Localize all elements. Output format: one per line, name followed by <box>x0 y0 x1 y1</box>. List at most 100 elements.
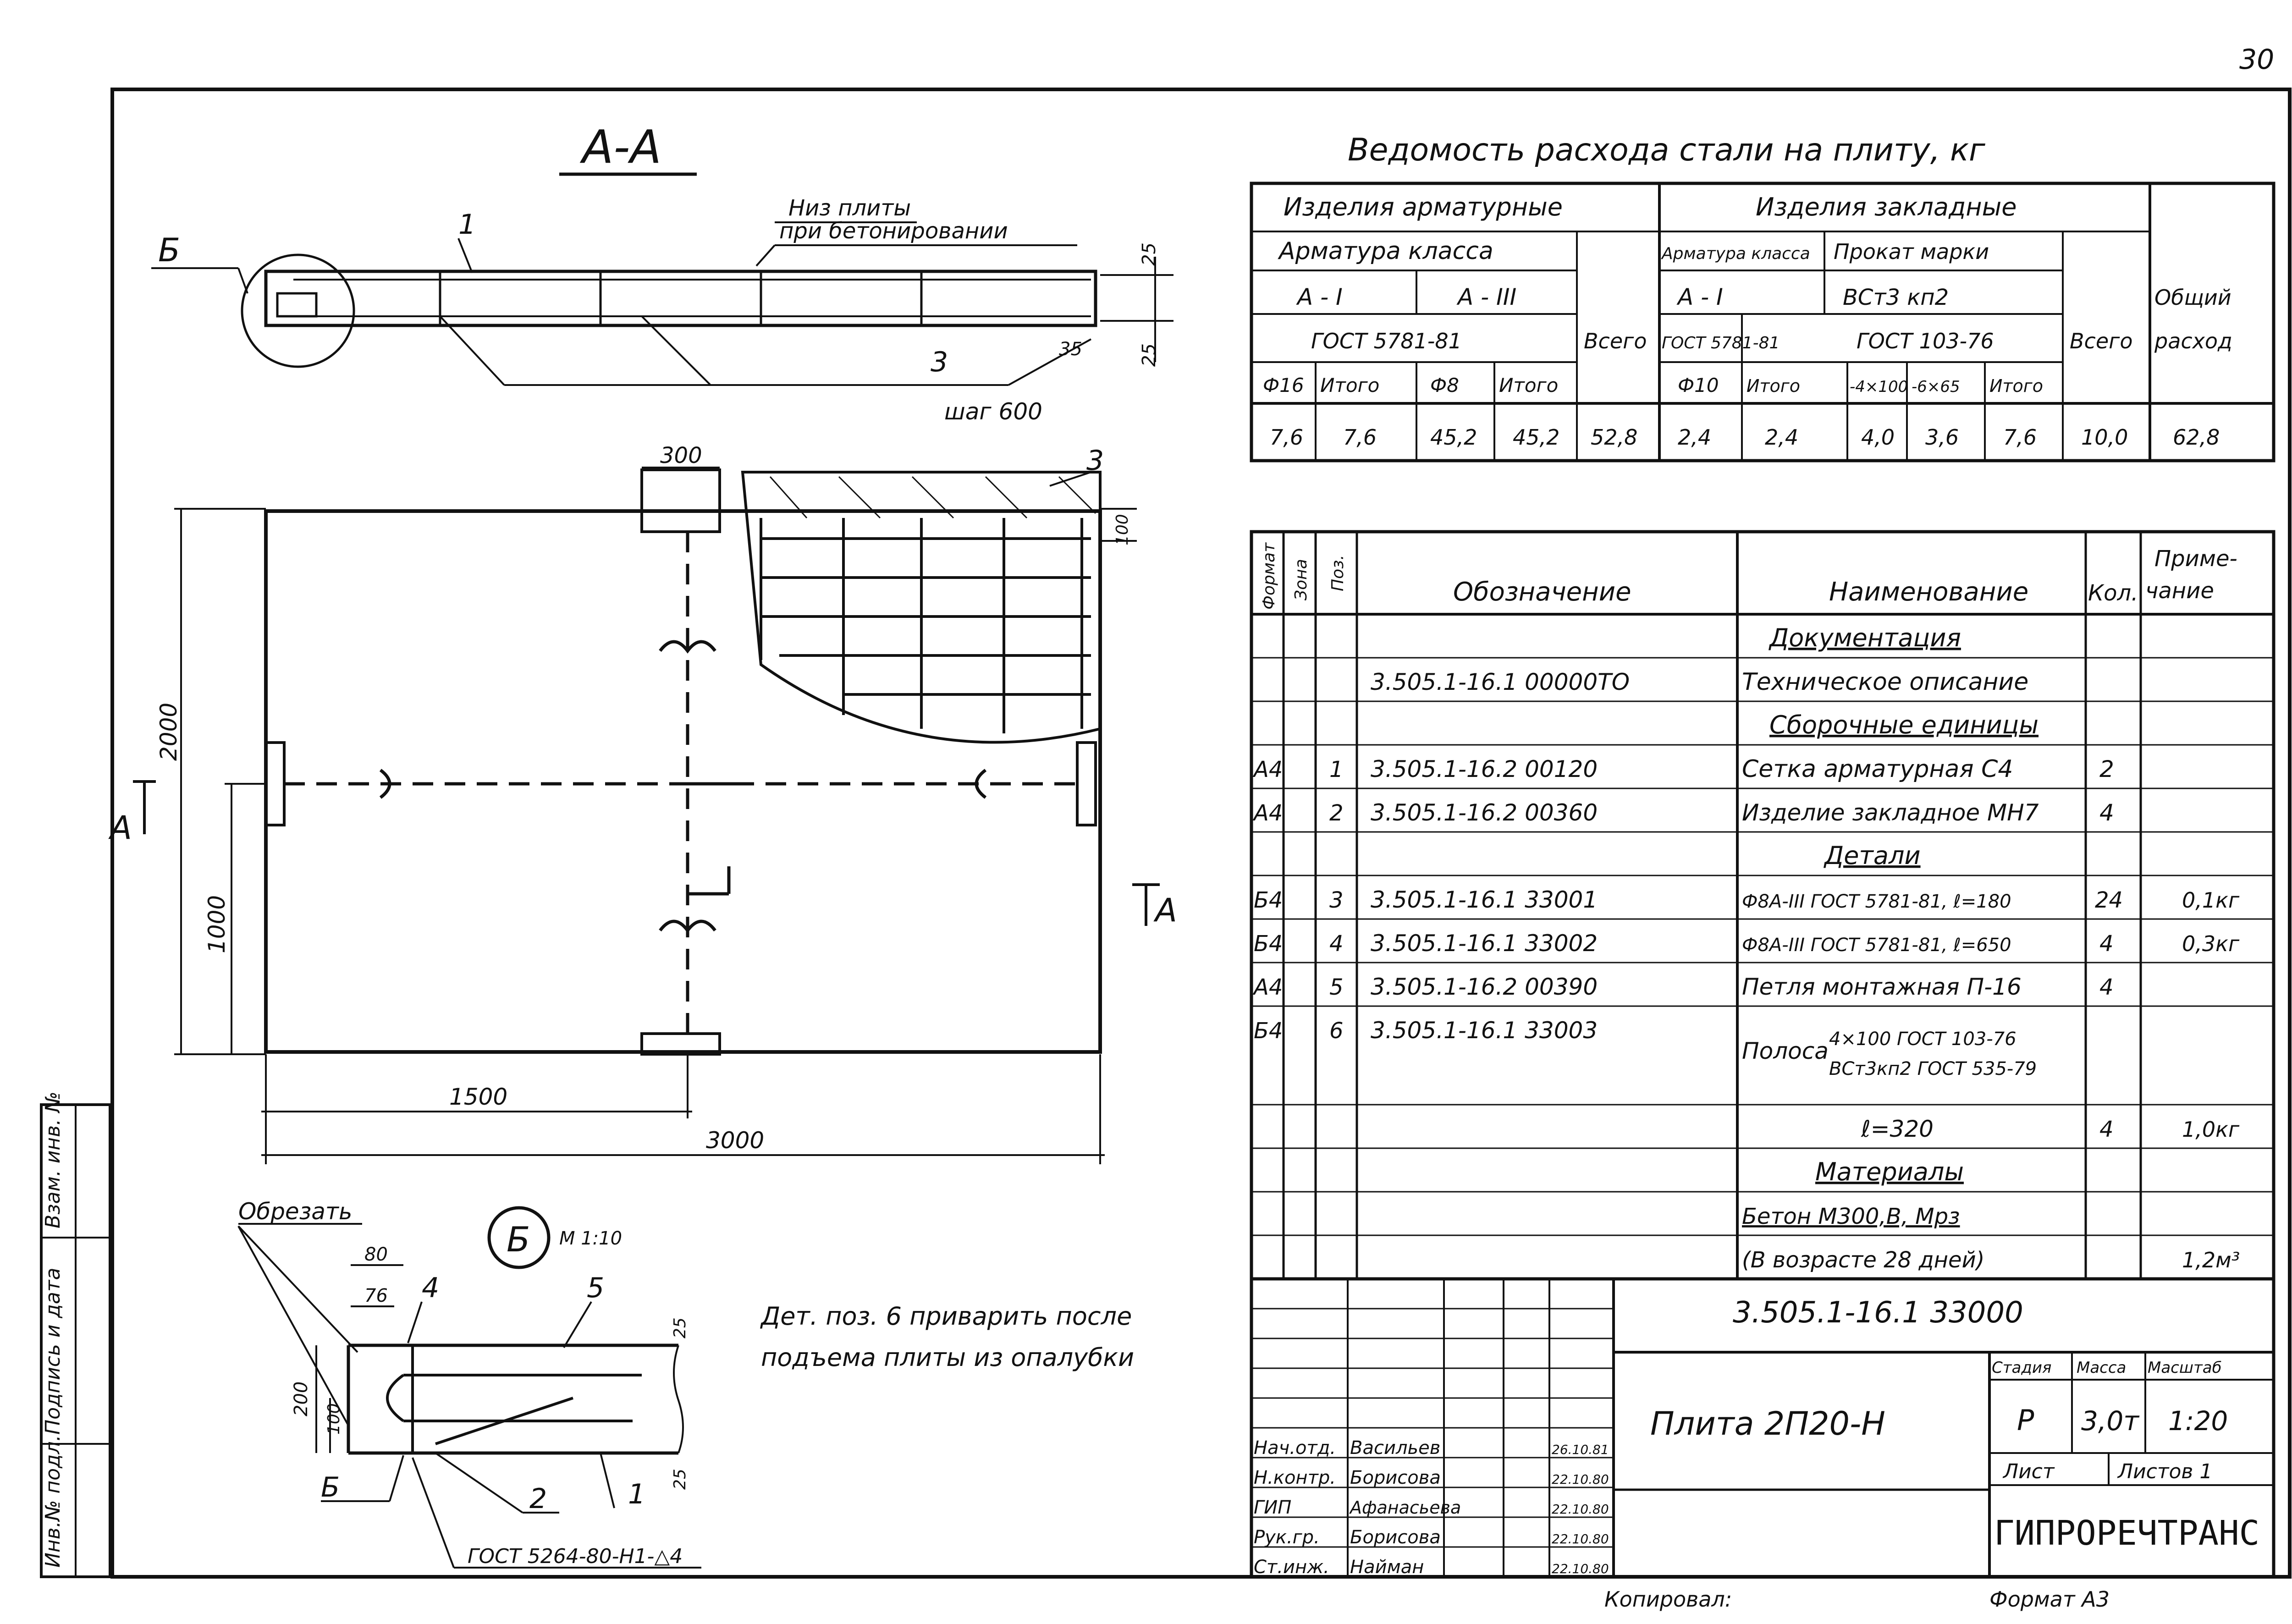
stamp-role-3: Рук.гр. <box>1254 1527 1320 1548</box>
steel-h-a3: А - III <box>1456 284 1516 310</box>
mesh-cutaway <box>741 471 1102 744</box>
detail-cut-label: Обрезать <box>238 1198 353 1225</box>
plan-dim-1000: 1000 <box>204 895 230 953</box>
detail-pos5: 5 <box>587 1272 604 1304</box>
steel-val-10: 10,0 <box>2081 425 2128 450</box>
spec-row-7-fmt: Б4 <box>1254 931 1283 957</box>
steel-col-0: Ф16 <box>1263 374 1304 396</box>
spec-h-poz: Поз. <box>1328 555 1347 591</box>
steel-val-4: 52,8 <box>1591 425 1637 450</box>
steel-col-6: -4×100 <box>1850 378 1908 396</box>
plan-dim-1500: 1500 <box>449 1084 507 1110</box>
steel-table: Ведомость расхода стали на плиту, кг Изд… <box>1250 132 2275 462</box>
plan-cut-right: А <box>1153 892 1177 929</box>
detail-circle <box>487 1206 551 1269</box>
bottom-note-1: Низ плиты <box>788 195 911 221</box>
side-stamp: Инв.№ подл. Подпись и дата Взам. инв. № <box>40 1091 111 1578</box>
spec-row-10-kol: 4 <box>2099 1117 2114 1142</box>
side-stamp-inv: Инв.№ подл. <box>41 1435 65 1568</box>
spec-row-7-poz: 4 <box>1329 931 1344 957</box>
section-label-b: Б <box>158 231 180 269</box>
steel-h-armklassa: Арматура класса <box>1661 244 1810 263</box>
stamp-massa: 3,0т <box>2081 1405 2140 1437</box>
steel-val-8: 3,6 <box>1925 425 1959 450</box>
spec-row-8-naim: Петля монтажная П-16 <box>1742 974 2022 1000</box>
steel-col-1: Итого <box>1320 374 1379 396</box>
spec-row-6-oboz: 3.505.1-16.1 33001 <box>1371 886 1598 913</box>
spec-table: Формат Зона Поз. Обозначение Наименовани… <box>1250 530 2275 1281</box>
spec-row-9-oboz: 3.505.1-16.1 33003 <box>1371 1017 1598 1044</box>
steel-h-vsego1: Всего <box>1584 329 1647 353</box>
detail-dim-25: 25 <box>671 1317 689 1338</box>
stamp-name-2: Афанасьева <box>1349 1497 1461 1518</box>
stamp-name-1: Борисова <box>1350 1467 1441 1488</box>
detail-b-callout <box>241 253 355 368</box>
spec-row-8-fmt: А4 <box>1252 974 1283 1000</box>
steel-h-zaklad: Изделия закладные <box>1756 193 2017 221</box>
detail-note-1: Дет. поз. 6 приварить после <box>760 1302 1132 1331</box>
spec-row-lines <box>1251 657 2274 1236</box>
stamp-title: Плита 2П20-Н <box>1650 1405 1885 1442</box>
spec-row-4-fmt: А4 <box>1252 800 1283 826</box>
stamp-date-2: 22.10.80 <box>1552 1502 1609 1517</box>
spec-row-6-kol: 24 <box>2095 887 2123 913</box>
steel-h-gost103: ГОСТ 103-76 <box>1857 329 1994 353</box>
section-a-a: А-А Низ плиты при бетонировании Б 1 3 ша… <box>151 120 1174 425</box>
spec-h-prim2: чание <box>2145 578 2214 604</box>
stamp-date-4: 22.10.80 <box>1552 1561 1609 1576</box>
spec-row-10-naim: ℓ=320 <box>1861 1116 1934 1142</box>
stamp-name-0: Васильев <box>1350 1437 1440 1459</box>
steel-title: Ведомость расхода стали на плиту, кг <box>1348 132 1986 168</box>
stamp-code: 3.505.1-16.1 33000 <box>1733 1296 2023 1330</box>
title-block: Нач.отд. Васильев 26.10.81 Н.контр. Бори… <box>1250 1277 2275 1579</box>
spec-row-6-fmt: Б4 <box>1254 887 1283 913</box>
plan-view: 300 3 100 2000 1000 1500 3000 А А <box>108 443 1177 1164</box>
sheet-frame <box>110 88 2292 1579</box>
steel-val-1: 7,6 <box>1343 425 1377 450</box>
steel-col-5: Итого <box>1747 376 1800 396</box>
stamp-list: Лист <box>2002 1460 2055 1483</box>
steel-val-0: 7,6 <box>1270 425 1303 450</box>
spec-h-naim: Наименование <box>1829 577 2028 607</box>
spec-row-8-oboz: 3.505.1-16.2 00390 <box>1371 974 1598 1000</box>
spec-row-4-kol: 4 <box>2099 799 2114 826</box>
plan-pos3: 3 <box>1086 445 1104 477</box>
detail-circle-label: Б <box>507 1219 530 1260</box>
spec-row-0-naim: Документация <box>1769 623 1961 652</box>
format-label: Формат А3 <box>1989 1587 2110 1612</box>
steel-val-5: 2,4 <box>1678 425 1711 450</box>
spec-row-1-naim: Техническое описание <box>1742 668 2028 696</box>
spec-row-3-poz: 1 <box>1329 757 1344 782</box>
steel-h-a1: А - I <box>1296 284 1343 310</box>
spec-row-1-oboz: 3.505.1-16.1 00000ТО <box>1371 669 1630 695</box>
spec-h-oboz: Обозначение <box>1453 577 1631 607</box>
side-stamp-sign: Подпись и дата <box>41 1268 65 1435</box>
page-number: 30 <box>2239 44 2274 76</box>
detail-dim-80: 80 <box>364 1244 388 1265</box>
stamp-role-2: ГИП <box>1254 1497 1291 1518</box>
spec-row-13-naim: (В возрасте 28 дней) <box>1742 1247 1984 1273</box>
plan-dim-3000: 3000 <box>706 1127 764 1154</box>
steel-val-9: 7,6 <box>2003 425 2037 450</box>
spec-row-4-poz: 2 <box>1329 800 1344 826</box>
spec-row-9-fmt: Б4 <box>1254 1018 1283 1044</box>
detail-note-2: подъема плиты из опалубки <box>761 1343 1134 1372</box>
steel-col-8: Итого <box>1989 376 2043 396</box>
section-title: А-А <box>579 120 661 174</box>
stamp-listov: Листов 1 <box>2117 1460 2212 1483</box>
plan-cut-left: А <box>108 809 132 847</box>
steel-h-obsh2: расход <box>2154 329 2232 353</box>
spec-row-8-poz: 5 <box>1329 974 1344 1000</box>
steel-val-6: 2,4 <box>1765 425 1798 450</box>
steel-col-3: Итого <box>1499 374 1558 396</box>
copied-label: Копировал: <box>1604 1587 1732 1612</box>
spec-row-2-naim: Сборочные единицы <box>1769 710 2039 739</box>
stamp-date-0: 26.10.81 <box>1552 1442 1609 1457</box>
plan-dim-300: 300 <box>660 443 702 468</box>
spec-row-4-oboz: 3.505.1-16.2 00360 <box>1371 799 1598 826</box>
steel-h-gost5781b: ГОСТ 5781-81 <box>1662 334 1780 352</box>
plan-dim-2000: 2000 <box>155 703 182 761</box>
steel-val-11: 62,8 <box>2173 425 2220 450</box>
spec-row-7-prim: 0,3кг <box>2182 931 2240 956</box>
